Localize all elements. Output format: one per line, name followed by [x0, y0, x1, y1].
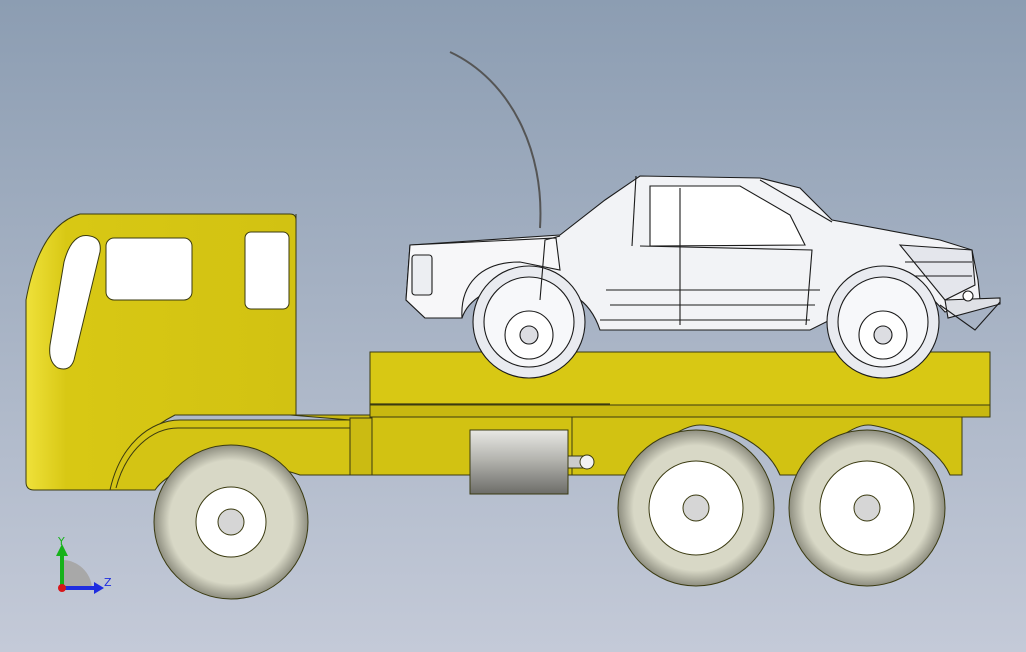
rc-side-window — [649, 185, 806, 247]
cab-rear-window — [244, 231, 290, 310]
flatbed-truck[interactable] — [25, 213, 991, 600]
rc-grille — [898, 244, 976, 301]
triad-z-label: Z — [104, 576, 112, 589]
front-wheel — [153, 444, 309, 600]
rc-car-model[interactable] — [405, 51, 1001, 379]
rc-bed — [405, 237, 561, 319]
cab-front-window — [49, 235, 101, 370]
rear-wheel-1 — [617, 429, 775, 587]
rear-wheel-2 — [788, 429, 946, 587]
rc-front-wheel — [826, 265, 940, 379]
coordinate-triad: Y Z — [56, 535, 112, 594]
flatbed-lip — [369, 404, 991, 418]
triad-y-label: Y — [57, 535, 65, 548]
chassis-box — [349, 417, 373, 476]
fuel-tank — [469, 429, 569, 495]
cab-side-window — [105, 237, 193, 301]
rc-rear-wheel — [472, 265, 586, 379]
rc-antenna — [449, 51, 542, 229]
